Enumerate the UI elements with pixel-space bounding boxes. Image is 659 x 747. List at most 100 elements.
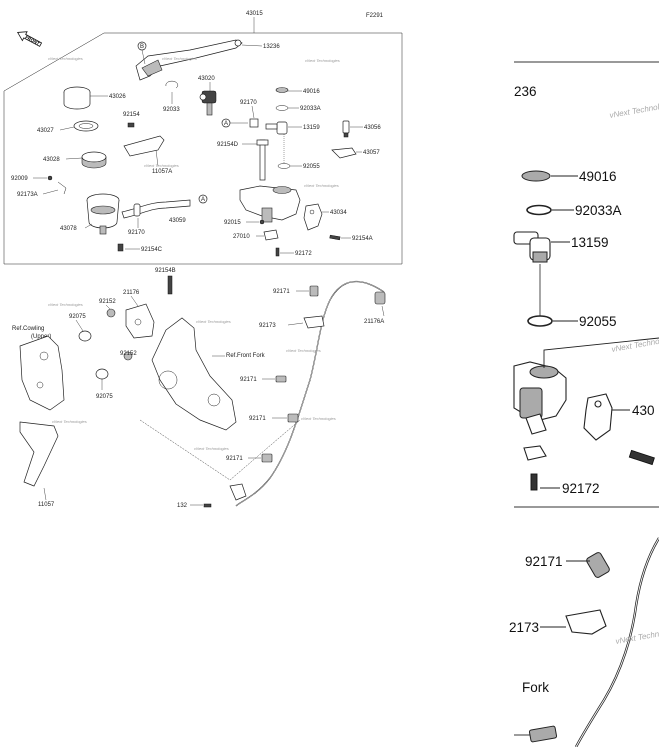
callout-92152b: 92152 <box>120 351 137 357</box>
zoom-clamp-92173 <box>565 609 607 635</box>
zoom-bolt-92154a <box>628 449 655 466</box>
zoom-label-13159: 13159 <box>571 235 609 250</box>
hose-clamp-92170 <box>133 203 141 217</box>
callout-92033: 92033 <box>163 107 180 113</box>
clamp-92171-b <box>275 375 287 383</box>
callout-43078: 43078 <box>60 226 77 232</box>
callout-92171d: 92171 <box>226 456 243 462</box>
grommet-92075-upper <box>78 330 92 342</box>
callout-21176a: 21176A <box>364 319 384 325</box>
callout-11057: 11057 <box>38 502 55 508</box>
clamp-92173a <box>57 181 67 195</box>
callout-43028: 43028 <box>43 157 60 163</box>
callout-92170b: 92170 <box>240 100 257 106</box>
diaphragm <box>73 120 99 132</box>
zoomed-detail-panel: 236 vNext Technologies 49016 92033A 1315… <box>509 61 659 747</box>
nut-92015 <box>259 219 265 225</box>
collar-92152-lower <box>123 351 133 361</box>
bracket-11057a <box>123 135 165 157</box>
front-fork-outline <box>151 317 237 431</box>
zoom-oring-92055 <box>527 315 553 327</box>
callout-43026: 43026 <box>109 94 126 100</box>
callout-92154: 92154 <box>123 112 140 118</box>
ref-upper-label: (Upper) <box>31 334 51 340</box>
callout-92172: 92172 <box>295 251 312 257</box>
switch-43056 <box>342 120 350 138</box>
callout-92009: 92009 <box>11 176 28 182</box>
brake-switch-27010 <box>263 229 279 241</box>
zoom-brake-switch <box>523 445 547 461</box>
callout-92055: 92055 <box>303 164 320 170</box>
watermark-10: vNext Technologies <box>52 419 87 424</box>
zoom-master-cylinder-body <box>513 361 567 435</box>
bolt-92154a <box>329 234 341 241</box>
front-direction-badge: FRONT <box>16 31 43 47</box>
callout-92152a: 92152 <box>99 299 116 305</box>
marker-a-bottom <box>198 194 208 204</box>
zoom-label-49016: 49016 <box>579 169 617 184</box>
assembly-number: 43015 <box>246 11 263 17</box>
callout-92075b: 92075 <box>96 394 113 400</box>
callout-43034: 43034 <box>330 210 347 216</box>
grommet-92075-lower <box>95 368 109 380</box>
reservoir-hose <box>121 199 191 219</box>
zoom-label-92033a: 92033A <box>575 203 622 218</box>
callout-49016: 49016 <box>303 89 320 95</box>
zoom-clamp-92171 <box>586 552 610 578</box>
watermark-6: vNext Technologies <box>48 302 83 307</box>
screw-92009 <box>47 175 53 181</box>
callout-43059: 43059 <box>169 218 186 224</box>
clip-92033 <box>165 80 179 89</box>
clamp-43034 <box>303 203 323 231</box>
zoom-label-430: 430 <box>632 403 655 418</box>
screw-92172 <box>275 247 280 257</box>
callout-92170: 92170 <box>128 230 145 236</box>
zoom-label-92172: 92172 <box>562 481 600 496</box>
hose-fitting-13159 <box>265 121 288 135</box>
watermark-7: vNext Technologies <box>196 319 231 324</box>
marker-b-top-label: B <box>140 44 144 50</box>
watermark-5: vNext Technologies <box>48 56 83 61</box>
clamp-92171-d <box>261 453 273 463</box>
watermark-2: vNext Technologies <box>144 163 179 168</box>
lever-pivot-assembly <box>199 90 217 116</box>
callout-43056: 43056 <box>364 125 381 131</box>
reservoir-body <box>86 193 120 235</box>
cowling-stay <box>19 335 65 411</box>
master-cylinder-body <box>239 185 301 223</box>
zoom-cap-49016 <box>521 170 551 182</box>
clamp-92171-a <box>309 285 319 297</box>
ref-cowling-label: Ref.Cowling <box>12 326 44 332</box>
watermark-1: vNext Technologies <box>162 56 197 61</box>
callout-92173a: 92173A <box>17 192 38 198</box>
callout-43020: 43020 <box>198 76 215 82</box>
brake-hose <box>235 280 385 507</box>
zoom-label-2173: 2173 <box>509 620 539 635</box>
callout-92033a: 92033A <box>300 106 321 112</box>
watermark-3: vNext Technologies <box>305 58 340 63</box>
brake-lever <box>135 39 243 81</box>
callout-13236: 13236 <box>263 44 280 50</box>
callout-92171b: 92171 <box>240 377 257 383</box>
watermark-4: vNext Technologies <box>304 183 339 188</box>
hose-clamp-92170b <box>249 118 259 128</box>
bracket-11057 <box>19 421 59 487</box>
circlip-92033a <box>275 105 289 111</box>
zoom-label-92055: 92055 <box>579 314 617 329</box>
oring-92055 <box>277 163 291 169</box>
callout-13159: 13159 <box>303 125 320 131</box>
clamp-92173 <box>303 315 325 329</box>
callout-92154b: 92154B <box>155 268 176 274</box>
zoom-clamp-lower <box>528 725 558 743</box>
callout-132: 132 <box>177 503 188 509</box>
collar-92152-upper <box>106 308 116 318</box>
zoom-screw-92172 <box>530 473 538 491</box>
zoom-watermark-1: vNext Technologies <box>609 99 659 120</box>
callout-92171c: 92171 <box>249 416 266 422</box>
hose-joint-21176a <box>374 291 386 305</box>
screw-92154c <box>117 243 124 252</box>
bolt-132 <box>203 503 212 508</box>
callout-92154a: 92154A <box>352 236 373 242</box>
callout-21176: 21176 <box>123 290 140 296</box>
cap-49016 <box>275 87 289 93</box>
